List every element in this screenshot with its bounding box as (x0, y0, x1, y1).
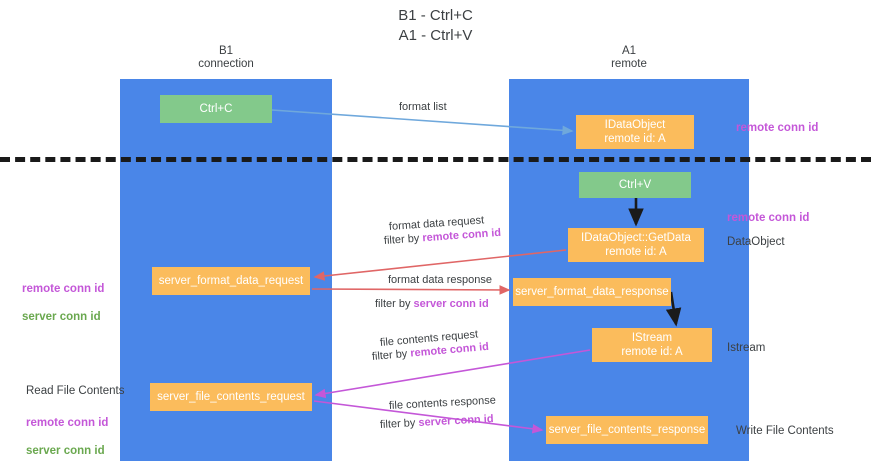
edge-label-file-contents-response: file contents response (388, 394, 497, 412)
filter-prefix: filter by (379, 416, 419, 431)
filter-key-remote-conn-id: remote conn id (421, 226, 502, 245)
annotation-left-remote-conn-id-2: remote conn id (26, 417, 109, 429)
filter-prefix: filter by (375, 298, 414, 310)
phase-divider (0, 157, 871, 162)
node-server-format-data-response[interactable]: server_format_data_response (513, 278, 671, 306)
node-server-format-data-request[interactable]: server_format_data_request (152, 267, 310, 295)
annotation-left-conn-ids: remote conn id server conn id (22, 268, 104, 338)
annotation-left-server-conn-id-2: server conn id (26, 445, 105, 457)
annotation-remote-conn-id-top: remote conn id (736, 122, 819, 134)
annotation-left-remote-conn-id: remote conn id (22, 283, 105, 295)
filter-prefix: filter by (371, 347, 411, 363)
node-idataobject[interactable]: IDataObject remote id: A (576, 115, 694, 149)
annotation-dataobject: DataObject (727, 236, 785, 248)
annotation-write-file-contents: Write File Contents (736, 425, 834, 437)
annotation-left-conn-ids-2: remote conn id server conn id (26, 402, 108, 467)
annotation-remote-conn-id-mid: remote conn id (727, 212, 810, 224)
filter-prefix: filter by (383, 232, 423, 247)
filter-key-server-conn-id: server conn id (418, 413, 494, 429)
node-ctrl-c[interactable]: Ctrl+C (160, 95, 272, 123)
edge-label-file-contents-response-filter: filter by server conn id (380, 412, 494, 433)
node-idataobject-getdata[interactable]: IDataObject::GetData remote id: A (568, 228, 704, 262)
page-title: B1 - Ctrl+C A1 - Ctrl+V (398, 7, 473, 44)
edge-label-format-list: format list (399, 101, 447, 113)
node-server-file-contents-response[interactable]: server_file_contents_response (546, 416, 708, 444)
node-istream[interactable]: IStream remote id: A (592, 328, 712, 362)
annotation-read-file-contents: Read File Contents (26, 385, 125, 397)
lane-header-a1: A1 remote (611, 45, 647, 70)
filter-key-server-conn-id: server conn id (413, 298, 489, 310)
node-server-file-contents-request[interactable]: server_file_contents_request (150, 383, 312, 411)
edge-label-format-data-response: format data response (388, 274, 492, 286)
node-ctrl-v[interactable]: Ctrl+V (579, 172, 691, 198)
lane-header-b1: B1 connection (198, 45, 254, 70)
annotation-left-server-conn-id: server conn id (22, 311, 101, 323)
edge-label-format-data-response-filter: filter by server conn id (375, 297, 489, 312)
annotation-istream: Istream (727, 342, 766, 354)
